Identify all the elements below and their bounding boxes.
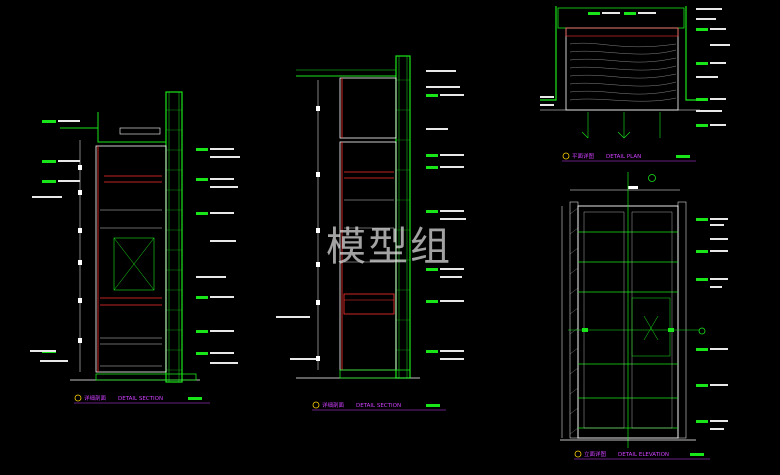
elevation-caption-cn: 立面详图 — [584, 450, 607, 458]
section-1-caption: 详细剖面 DETAIL SECTION — [74, 394, 210, 404]
section-2-cabinet — [339, 141, 397, 371]
elevation-caption: 立面详图 DETAIL ELEVATION — [574, 450, 710, 460]
detail-elevation: 立面详图 DETAIL ELEVATION — [560, 172, 728, 460]
detail-plan: 平面详图 DETAIL PLAN — [540, 6, 730, 162]
detail-section-middle: 详细剖面 DETAIL SECTION — [276, 55, 466, 411]
section-2-caption-cn: 详细剖面 — [322, 401, 345, 409]
section-1-caption-cn: 详细剖面 — [84, 394, 107, 402]
plan-caption-cn: 平面详图 — [572, 152, 595, 160]
section-1-cabinet — [95, 145, 167, 373]
section-1-wall — [165, 91, 183, 383]
elevation-caption-en: DETAIL ELEVATION — [618, 452, 669, 458]
section-2-wall — [395, 55, 411, 379]
plan-caption-en: DETAIL PLAN — [606, 154, 641, 160]
section-2-caption-en: DETAIL SECTION — [356, 403, 401, 409]
detail-section-left: 详细剖面 DETAIL SECTION — [30, 91, 240, 404]
section-1-caption-en: DETAIL SECTION — [118, 396, 163, 402]
plan-caption: 平面详图 DETAIL PLAN — [562, 152, 696, 162]
section-2-caption: 详细剖面 DETAIL SECTION — [312, 401, 446, 411]
